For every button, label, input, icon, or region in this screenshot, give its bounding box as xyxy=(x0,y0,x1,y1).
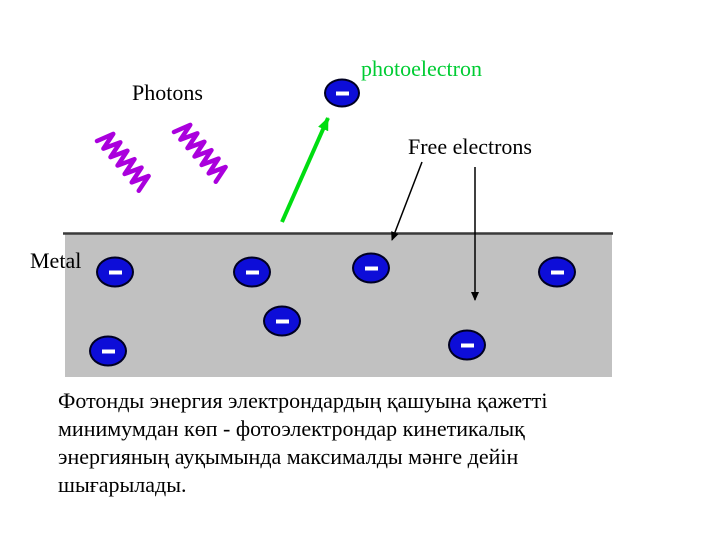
free-electrons-pointer-arrow-left xyxy=(391,161,423,241)
minus-icon xyxy=(460,343,474,347)
minus-icon xyxy=(101,349,115,353)
caption-line: шығарылады. xyxy=(58,472,187,497)
metal-slab xyxy=(65,234,612,377)
minus-icon xyxy=(364,266,378,270)
photoelectron-label: photoelectron xyxy=(361,56,482,81)
electron xyxy=(538,256,576,288)
photoelectron-emission-arrow xyxy=(280,117,330,223)
caption-line: энергияның ауқымында максималды мәнге де… xyxy=(58,444,519,469)
electron xyxy=(448,329,486,361)
photons-label: Photons xyxy=(132,80,203,105)
caption-line: минимумдан көп - фотоэлектрондар кинетик… xyxy=(58,416,525,441)
electron xyxy=(352,252,390,284)
minus-icon xyxy=(335,91,349,95)
electron xyxy=(96,256,134,288)
caption-text: Фотонды энергия электрондардың қашуына қ… xyxy=(58,387,548,499)
electron xyxy=(263,305,301,337)
electron xyxy=(89,335,127,367)
photoelectron xyxy=(324,78,360,108)
photon-wave-icon xyxy=(97,130,152,191)
minus-icon xyxy=(550,270,564,274)
photon-wave-icon xyxy=(174,121,229,182)
minus-icon xyxy=(275,319,289,323)
metal-label: Metal xyxy=(30,248,82,273)
free-electrons-label: Free electrons xyxy=(408,134,532,159)
electron xyxy=(233,256,271,288)
caption-line: Фотонды энергия электрондардың қашуына қ… xyxy=(58,388,548,413)
minus-icon xyxy=(245,270,259,274)
minus-icon xyxy=(108,270,122,274)
